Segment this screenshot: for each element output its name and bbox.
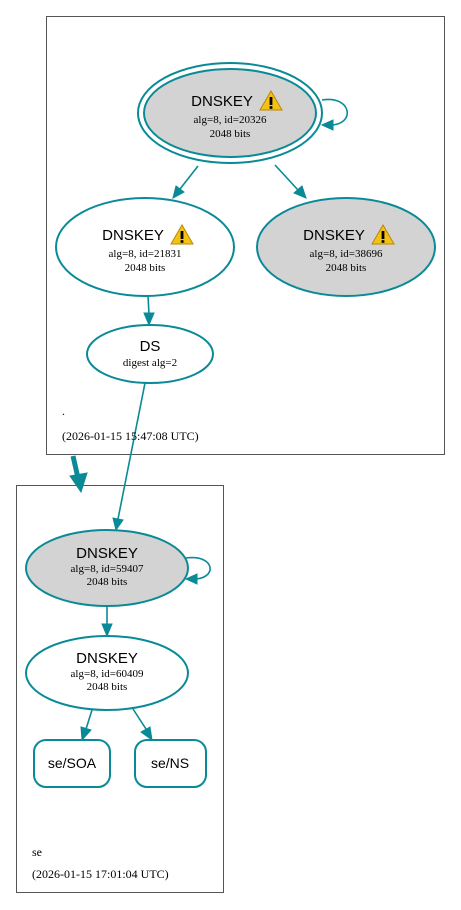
arrowhead xyxy=(69,472,88,494)
arrowhead xyxy=(184,573,198,585)
zone-se-name: se xyxy=(32,845,42,859)
arrowhead xyxy=(293,185,307,199)
node-alg-id: alg=8, id=21831 xyxy=(109,248,182,260)
node-se-zsk[interactable]: DNSKEY alg=8, id=60409 2048 bits xyxy=(25,635,189,711)
node-bits: 2048 bits xyxy=(87,576,128,588)
node-alg-id: alg=8, id=59407 xyxy=(71,563,144,575)
arrowhead xyxy=(140,726,153,742)
edge-ksk-zsk2 xyxy=(274,164,299,191)
edge-se-ksk-self xyxy=(185,556,211,580)
node-alg-id: alg=8, id=60409 xyxy=(71,668,144,680)
node-title: DNSKEY xyxy=(191,93,253,110)
node-root-zsk-21831[interactable]: DNSKEY alg=8, id=21831 2048 bits xyxy=(55,197,235,297)
arrowhead xyxy=(172,185,185,199)
node-title: DNSKEY xyxy=(76,545,138,562)
arrowhead xyxy=(320,119,334,131)
edge-ksk-zsk1 xyxy=(179,165,199,190)
node-bits: 2048 bits xyxy=(125,262,166,274)
zone-root-name: . xyxy=(62,404,65,418)
node-label: se/SOA xyxy=(48,755,97,771)
node-title: DS xyxy=(140,338,161,355)
arrowhead xyxy=(112,517,124,532)
edge-ds-se-ksk xyxy=(117,382,146,520)
node-title: DNSKEY xyxy=(303,227,365,244)
node-title: DNSKEY xyxy=(76,650,138,667)
node-root-zsk-38696[interactable]: DNSKEY alg=8, id=38696 2048 bits xyxy=(256,197,436,297)
node-alg-id: alg=8, id=38696 xyxy=(310,248,383,260)
arrowhead xyxy=(101,623,113,638)
arrowhead xyxy=(143,312,155,327)
node-digest: digest alg=2 xyxy=(123,357,177,369)
edge-zsk-ns xyxy=(132,708,147,730)
node-alg-id: alg=8, id=20326 xyxy=(194,114,267,126)
node-title: DNSKEY xyxy=(102,227,164,244)
node-bits: 2048 bits xyxy=(326,262,367,274)
edge-zsk1-ds xyxy=(147,295,150,315)
node-bits: 2048 bits xyxy=(87,681,128,693)
node-root-ksk[interactable]: DNSKEY alg=8, id=20326 2048 bits xyxy=(137,62,323,164)
zone-root-box xyxy=(46,16,445,455)
node-se-ns[interactable]: se/NS xyxy=(134,739,207,788)
zone-root-timestamp: (2026-01-15 15:47:08 UTC) xyxy=(62,429,199,443)
node-label: se/NS xyxy=(151,755,189,771)
arrowhead xyxy=(80,726,92,742)
zone-se-timestamp: (2026-01-15 17:01:04 UTC) xyxy=(32,867,169,881)
node-se-soa[interactable]: se/SOA xyxy=(33,739,111,788)
zone-se-box xyxy=(16,485,224,893)
edge-zsk-soa xyxy=(85,709,93,730)
edge-root-ksk-self xyxy=(321,98,348,126)
node-bits: 2048 bits xyxy=(210,128,251,140)
node-se-ksk[interactable]: DNSKEY alg=8, id=59407 2048 bits xyxy=(25,529,189,607)
node-ds[interactable]: DS digest alg=2 xyxy=(86,324,214,384)
